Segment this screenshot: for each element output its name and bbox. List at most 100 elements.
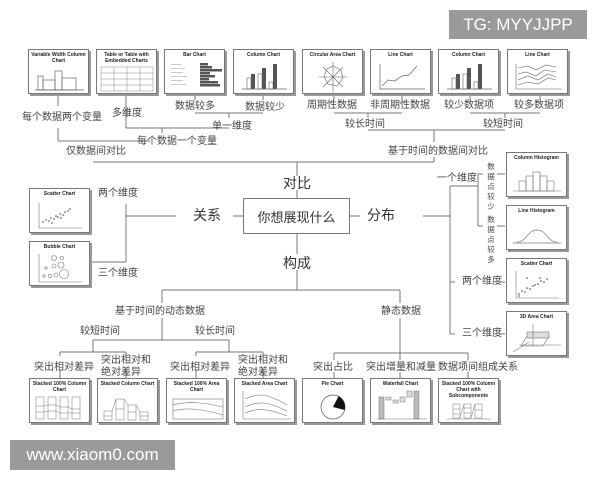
card-title: Table or Table with Embedded Charts [104, 52, 149, 64]
many-points-line3: 多 [487, 255, 495, 264]
pie-chart-icon [320, 394, 346, 420]
chart-card-stacked-100-subcomponents: Stacked 100% Column Chart with Subcompon… [438, 378, 499, 423]
label-few-points: 数据 点较 少 [486, 162, 496, 212]
rel-abs-1-line1: 突出相对和 [101, 355, 151, 366]
chart-card-bubble: Bubble Chart [29, 241, 90, 286]
chart-card-column-histogram: Column Histogram [506, 152, 567, 197]
chart-card-stacked-100-area: Stacked 100% Area Chart [166, 378, 227, 423]
line-histogram-icon [513, 229, 561, 244]
card-title: Line Histogram [518, 208, 555, 214]
label-two-vars: 每个数据两个变量 [22, 112, 102, 123]
many-points-line2: 点较 [487, 235, 495, 254]
label-dist-one-dim: 一个维度 [437, 173, 477, 184]
center-title: 你想展现什么 [257, 210, 336, 226]
label-only-compare: 仅数据间对比 [66, 146, 126, 157]
label-time-compare: 基于时间的数据间对比 [388, 146, 488, 157]
label-multi-dim: 多维度 [112, 108, 142, 119]
card-title: Variable Width Column Chart [31, 52, 86, 64]
card-title: Bubble Chart [43, 244, 76, 250]
label-single-dim: 单一维度 [212, 121, 252, 132]
many-points-line1: 数据 [487, 215, 495, 234]
chart-card-waterfall: Waterfall Chart [370, 378, 431, 423]
stacked-100-column-icon [35, 396, 81, 420]
label-dist-two-dims: 两个维度 [462, 276, 502, 287]
label-incr-decr: 突出增量和减量 [366, 362, 436, 373]
scatter-chart-icon [38, 203, 82, 229]
card-title: Stacked Column Chart [100, 381, 155, 387]
branch-relationship: 关系 [193, 208, 221, 224]
label-rel-two-dims: 两个维度 [98, 188, 138, 199]
label-cyclical: 周期性数据 [307, 100, 357, 111]
watermark-bottom-left: www.xiaom0.com [10, 440, 175, 470]
scatter-chart-icon [515, 271, 559, 299]
card-title: Stacked 100% Column Chart with Subcompon… [441, 381, 496, 399]
circular-area-chart-icon [319, 62, 347, 92]
label-comp-long-time: 较长时间 [195, 326, 235, 337]
stacked-column-icon [103, 398, 149, 421]
stacked-100-subcomponents-icon [447, 403, 491, 420]
chart-card-variable-width-column: Variable Width Column Chart [28, 49, 89, 94]
label-share: 突出占比 [313, 362, 353, 373]
chart-card-bar: Bar Chart [164, 49, 225, 94]
card-title: Line Chart [525, 52, 550, 58]
multi-line-chart-icon [515, 64, 562, 90]
3d-area-chart-icon [512, 324, 561, 353]
variable-width-column-chart-icon [35, 70, 84, 91]
chart-card-column-1: Column Chart [233, 49, 294, 94]
line-chart-icon [379, 64, 425, 90]
bubble-chart-icon [38, 254, 82, 283]
branch-composition: 构成 [283, 256, 311, 272]
card-title: Stacked Area Chart [241, 381, 288, 387]
card-title: Pie Chart [321, 381, 344, 387]
column-chart-icon [242, 64, 287, 90]
branch-distribution: 分布 [367, 208, 395, 224]
label-rel-three-dims: 三个维度 [98, 268, 138, 279]
rel-abs-2-line2: 绝对差异 [238, 367, 278, 378]
label-relative-diff-1: 突出相对差异 [34, 362, 94, 373]
card-title: Bar Chart [183, 52, 206, 58]
chart-card-line-2: Line Chart [507, 49, 568, 94]
stacked-100-area-icon [172, 398, 224, 420]
card-title: Stacked 100% Area Chart [173, 381, 220, 393]
chart-card-scatter-dist: Scatter Chart [506, 258, 567, 303]
branch-comparison: 对比 [283, 176, 311, 192]
label-subcomponents: 数据项间组成关系 [438, 362, 518, 373]
chart-card-table-embedded: Table or Table with Embedded Charts [96, 49, 157, 94]
center-question-box: 你想展现什么 [243, 198, 350, 234]
chart-card-3d-area: 3D Area Chart [506, 311, 567, 356]
label-one-var: 每个数据一个变量 [137, 136, 217, 147]
column-chart-icon [447, 64, 492, 90]
label-rel-abs-diff-1: 突出相对和 绝对差异 [101, 355, 151, 379]
chart-card-stacked-area: Stacked Area Chart [234, 378, 295, 423]
label-comp-short-time: 较短时间 [80, 326, 120, 337]
card-title: Scatter Chart [43, 191, 76, 197]
card-title: Line Chart [388, 52, 413, 58]
chart-card-line-1: Line Chart [370, 49, 431, 94]
label-non-cyclical: 非周期性数据 [370, 100, 430, 111]
chart-card-stacked-column: Stacked Column Chart [97, 378, 158, 423]
card-title: 3D Area Chart [519, 314, 554, 320]
label-few-items: 数据较少 [245, 102, 285, 113]
bar-chart-icon [171, 63, 222, 87]
label-dist-three-dims: 三个维度 [462, 328, 502, 339]
chart-card-circular-area: Circular Area Chart [302, 49, 363, 94]
few-points-line2: 点较 [487, 182, 495, 201]
watermark-top-right: TG: MYYJJPP [449, 10, 587, 39]
card-title: Stacked 100% Column Chart [32, 381, 87, 393]
stacked-area-icon [242, 391, 291, 420]
card-title: Column Chart [451, 52, 486, 58]
rel-abs-1-line2: 绝对差异 [101, 367, 141, 378]
chart-card-pie: Pie Chart [302, 378, 363, 423]
label-fewer-items: 较少数据项 [444, 100, 494, 111]
table-chart-icon [100, 66, 154, 92]
column-histogram-icon [513, 171, 561, 192]
chart-card-line-histogram: Line Histogram [506, 205, 567, 250]
card-title: Column Chart [246, 52, 281, 58]
label-static-data: 静态数据 [381, 306, 421, 317]
chart-card-scatter-rel: Scatter Chart [29, 188, 90, 233]
few-points-line1: 数据 [487, 162, 495, 181]
rel-abs-2-line1: 突出相对和 [238, 355, 288, 366]
card-title: Circular Area Chart [309, 52, 356, 58]
card-title: Waterfall Chart [382, 381, 419, 387]
